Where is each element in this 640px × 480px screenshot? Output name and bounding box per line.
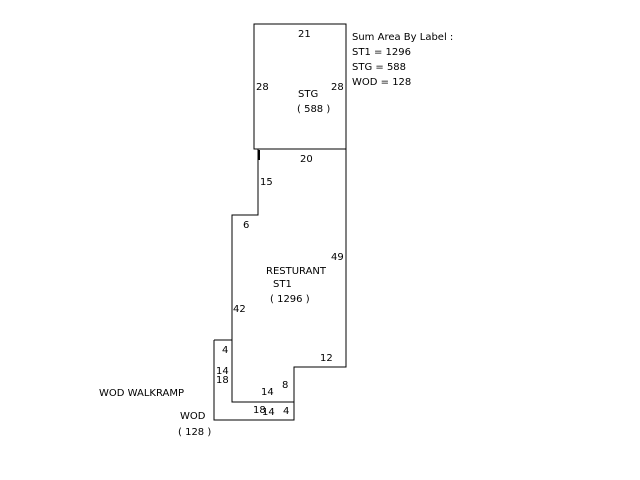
dim-wod-bottom-b: 14 — [262, 407, 275, 418]
restaurant-area: ( 1296 ) — [270, 294, 310, 305]
restaurant-label: RESTURANT — [266, 266, 327, 277]
stg-label: STG — [298, 89, 318, 100]
stg-area: ( 588 ) — [297, 104, 330, 115]
wod-caption: WOD WALKRAMP — [99, 388, 184, 399]
dim-st1-bottom: 14 — [261, 387, 274, 398]
wod-outline — [213, 339, 295, 421]
dim-stg-left: 28 — [256, 82, 269, 93]
dim-st1-notch-width: 12 — [320, 353, 333, 364]
summary-line-st1: ST1 = 1296 — [352, 47, 411, 58]
dim-st1-top: 20 — [300, 154, 313, 165]
wod-area: ( 128 ) — [178, 427, 211, 438]
wod-label: WOD — [180, 411, 206, 422]
dim-wod-bottom-a: 18 — [253, 405, 266, 416]
dim-wod-left-b: 18 — [216, 375, 229, 386]
dim-wod-left-a: 14 — [216, 366, 229, 377]
dim-st1-right: 49 — [331, 252, 344, 263]
summary-line-stg: STG = 588 — [352, 62, 406, 73]
summary-line-wod: WOD = 128 — [352, 77, 411, 88]
dim-stg-top: 21 — [298, 29, 311, 40]
dim-st1-notch-height: 8 — [282, 380, 288, 391]
dim-wod-right: 4 — [283, 406, 289, 417]
restaurant-code: ST1 — [273, 279, 292, 290]
dim-st1-step-width: 6 — [243, 220, 249, 231]
summary-heading: Sum Area By Label : — [352, 32, 453, 43]
dim-st1-left: 42 — [233, 304, 246, 315]
dim-wod-top: 4 — [222, 345, 228, 356]
dim-stg-right: 28 — [331, 82, 344, 93]
dim-st1-step-upper: 15 — [260, 177, 273, 188]
